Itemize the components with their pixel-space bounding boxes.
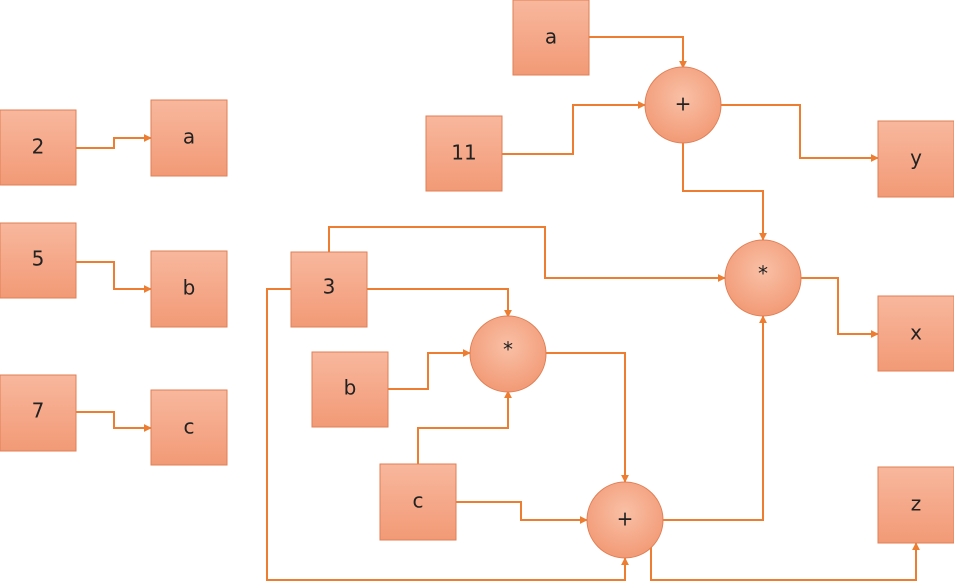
node-y: y [877,120,954,198]
node-b-mid-label: b [344,376,357,400]
node-7: 7 [0,374,77,452]
edge-plus-bottom-to-mul-right [663,315,767,521]
edge-b-to-mul-mid [388,349,471,390]
operator-plus-top: + [644,66,722,144]
node-c-left-label: c [184,415,195,439]
edge-2-to-a [76,134,152,149]
edge-3-to-mul-right [328,226,726,282]
node-c-mid: c [379,463,457,541]
node-y-label: y [910,146,922,170]
edge-mul-mid-to-plus-bottom [546,352,629,483]
node-b-left: b [150,250,228,328]
edge-plus-top-to-mul-right [682,143,767,241]
edge-3-to-plus-bottom [266,288,629,581]
node-5: 5 [0,222,77,299]
node-x: x [877,295,954,372]
operator-mul-right-label: * [758,262,768,286]
node-a-top-label: a [545,25,557,49]
node-a-left-label: a [183,125,195,149]
node-11-label: 11 [451,141,476,165]
node-a-top: a [512,0,590,76]
node-x-label: x [910,321,922,345]
edge-5-to-b [76,261,152,293]
operator-plus-bottom-label: + [617,507,634,531]
edges [76,36,920,581]
node-a-left: a [150,99,228,177]
node-5-label: 5 [32,247,45,271]
node-z: z [877,466,954,544]
node-c-mid-label: c [413,489,424,513]
node-2-label: 2 [32,135,45,159]
node-3: 3 [290,251,368,328]
edge-mul-right-to-x [801,277,879,338]
edge-3-to-mul-mid [367,288,512,318]
node-z-label: z [911,492,922,516]
edge-plus-bottom-to-z [650,542,920,581]
edge-a-to-plus-top [589,36,687,69]
node-b-mid: b [311,351,389,428]
node-11: 11 [425,115,503,192]
edge-c-to-plus-bottom [456,501,588,524]
edge-11-to-plus-top [502,101,646,155]
operator-plus-top-label: + [675,92,692,116]
node-b-left-label: b [183,276,196,300]
node-2: 2 [0,109,77,186]
operator-mul-right: * [724,239,802,317]
node-7-label: 7 [32,399,45,423]
operator-plus-bottom: + [586,481,664,559]
node-3-label: 3 [323,275,336,299]
operator-mul-mid-label: * [503,338,513,362]
edge-7-to-c [76,411,152,432]
node-c-left: c [150,389,228,466]
edge-plus-top-to-y [720,104,879,162]
edge-c-to-mul-mid [417,390,512,464]
operator-mul-mid: * [469,315,547,393]
